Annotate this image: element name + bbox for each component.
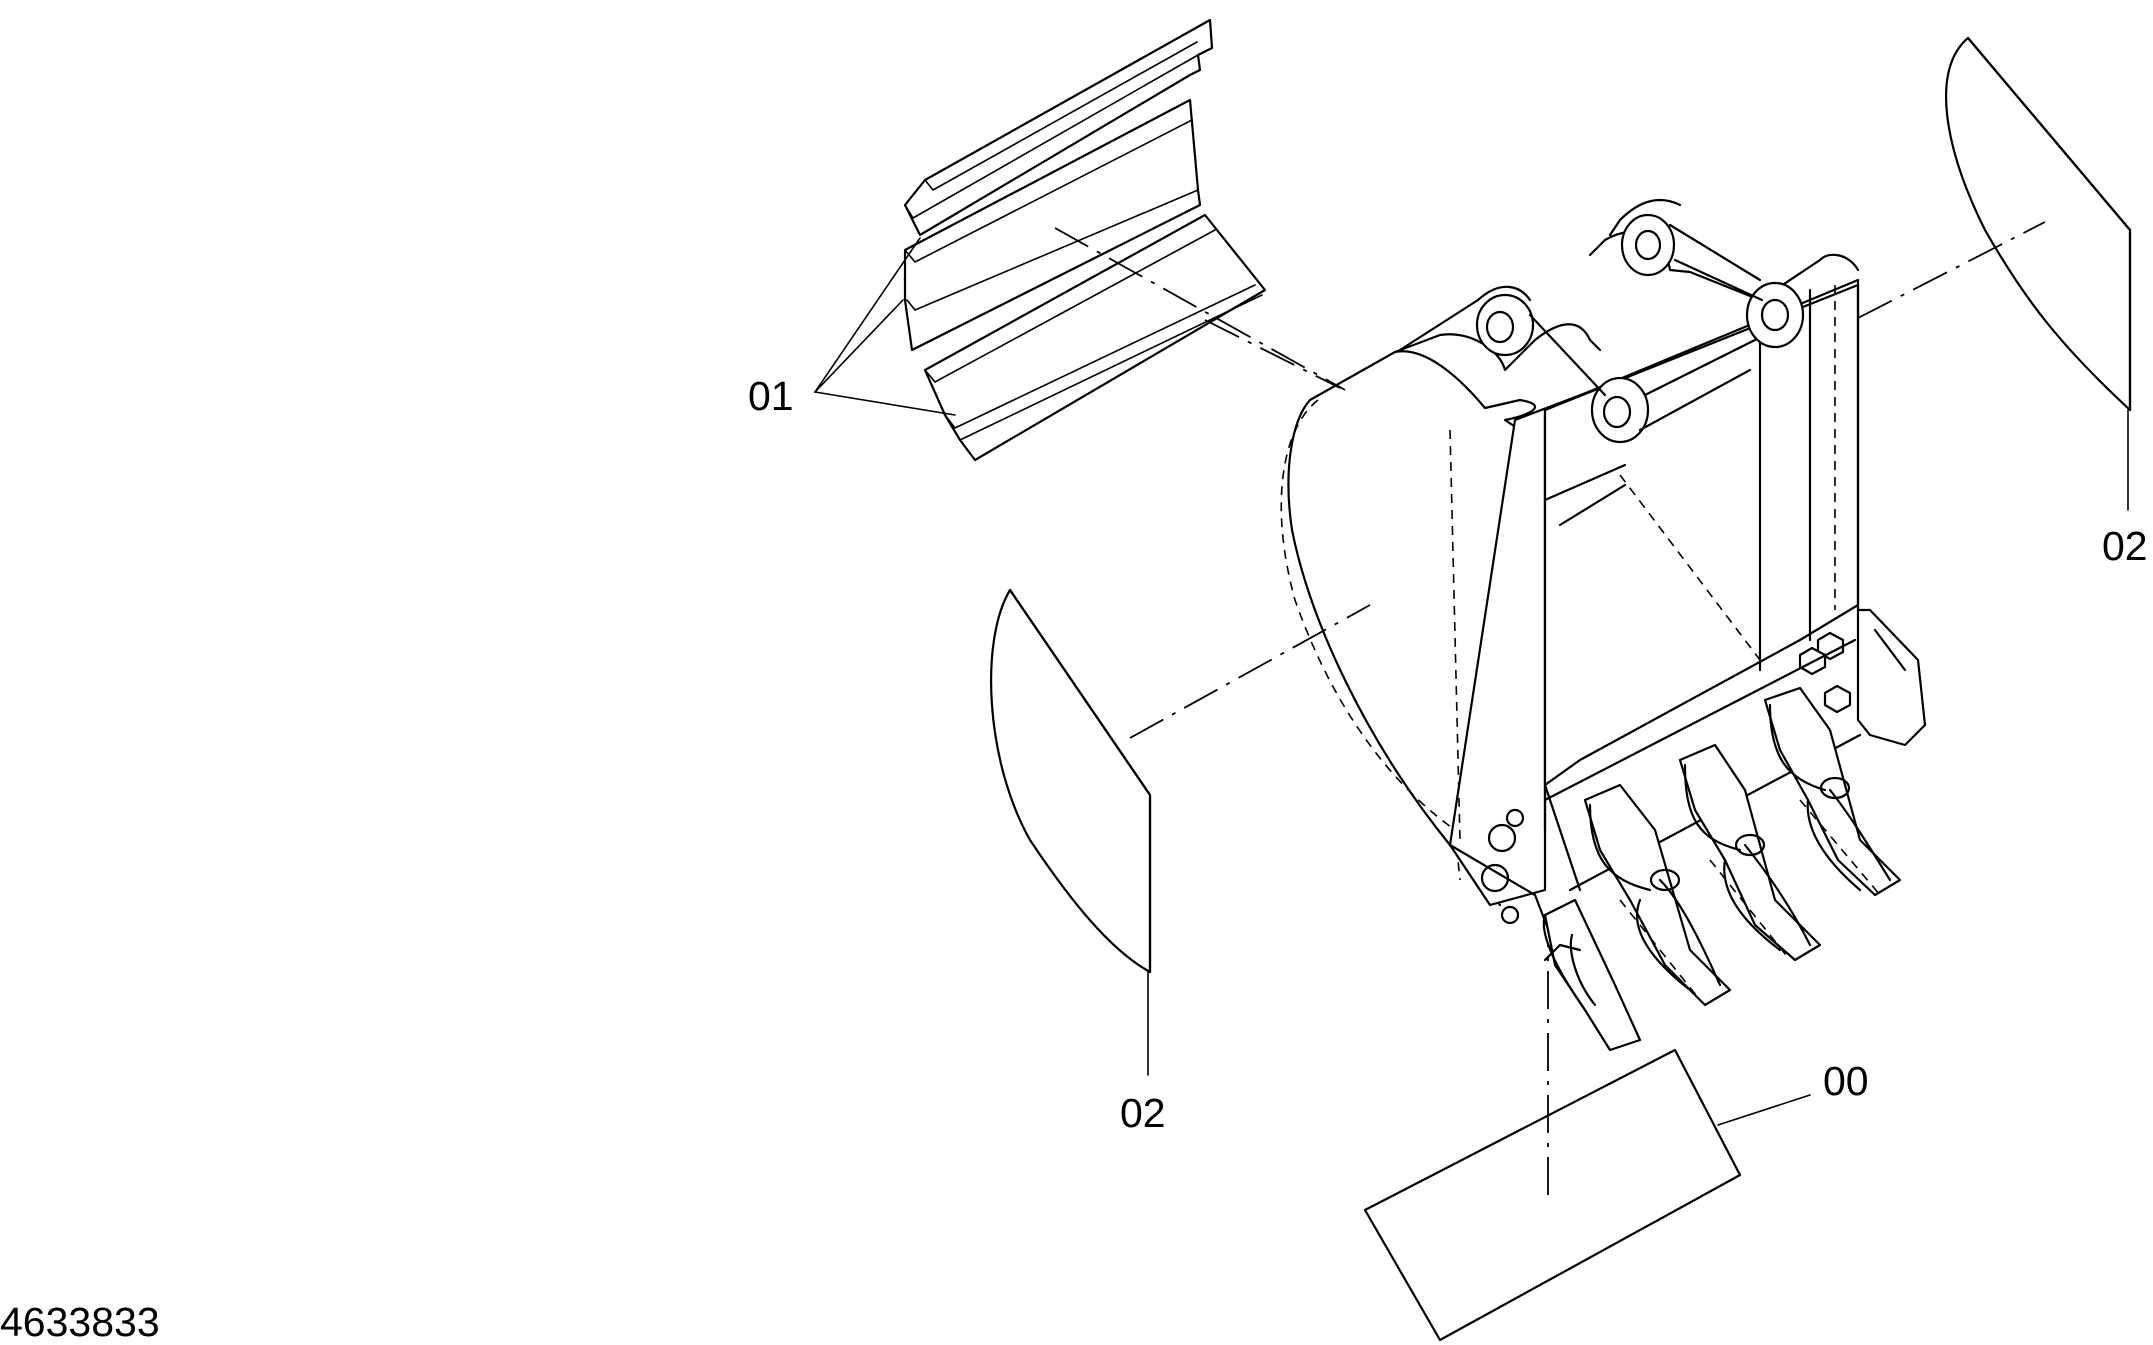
side-plate-left bbox=[989, 588, 1152, 1076]
wear-strip-middle bbox=[903, 98, 1202, 352]
callout-02-right: 02 bbox=[2102, 523, 2148, 569]
callout-01: 01 bbox=[748, 373, 794, 419]
wear-strip-top bbox=[903, 18, 1214, 237]
tooth-3 bbox=[1678, 743, 1822, 962]
side-plate-right bbox=[1944, 36, 2132, 511]
bottom-plate bbox=[1363, 1048, 1811, 1342]
callout-02-left: 02 bbox=[1120, 1090, 1166, 1136]
callout-00: 00 bbox=[1823, 1058, 1869, 1104]
wear-strip-set bbox=[903, 18, 1267, 462]
callout-01-leaders bbox=[814, 237, 956, 416]
drawing-number: 4633833 bbox=[0, 1299, 160, 1345]
tooth-1 bbox=[1542, 898, 1642, 1052]
projection-lines bbox=[1054, 221, 2046, 1195]
bucket-teeth bbox=[1542, 686, 1902, 1052]
